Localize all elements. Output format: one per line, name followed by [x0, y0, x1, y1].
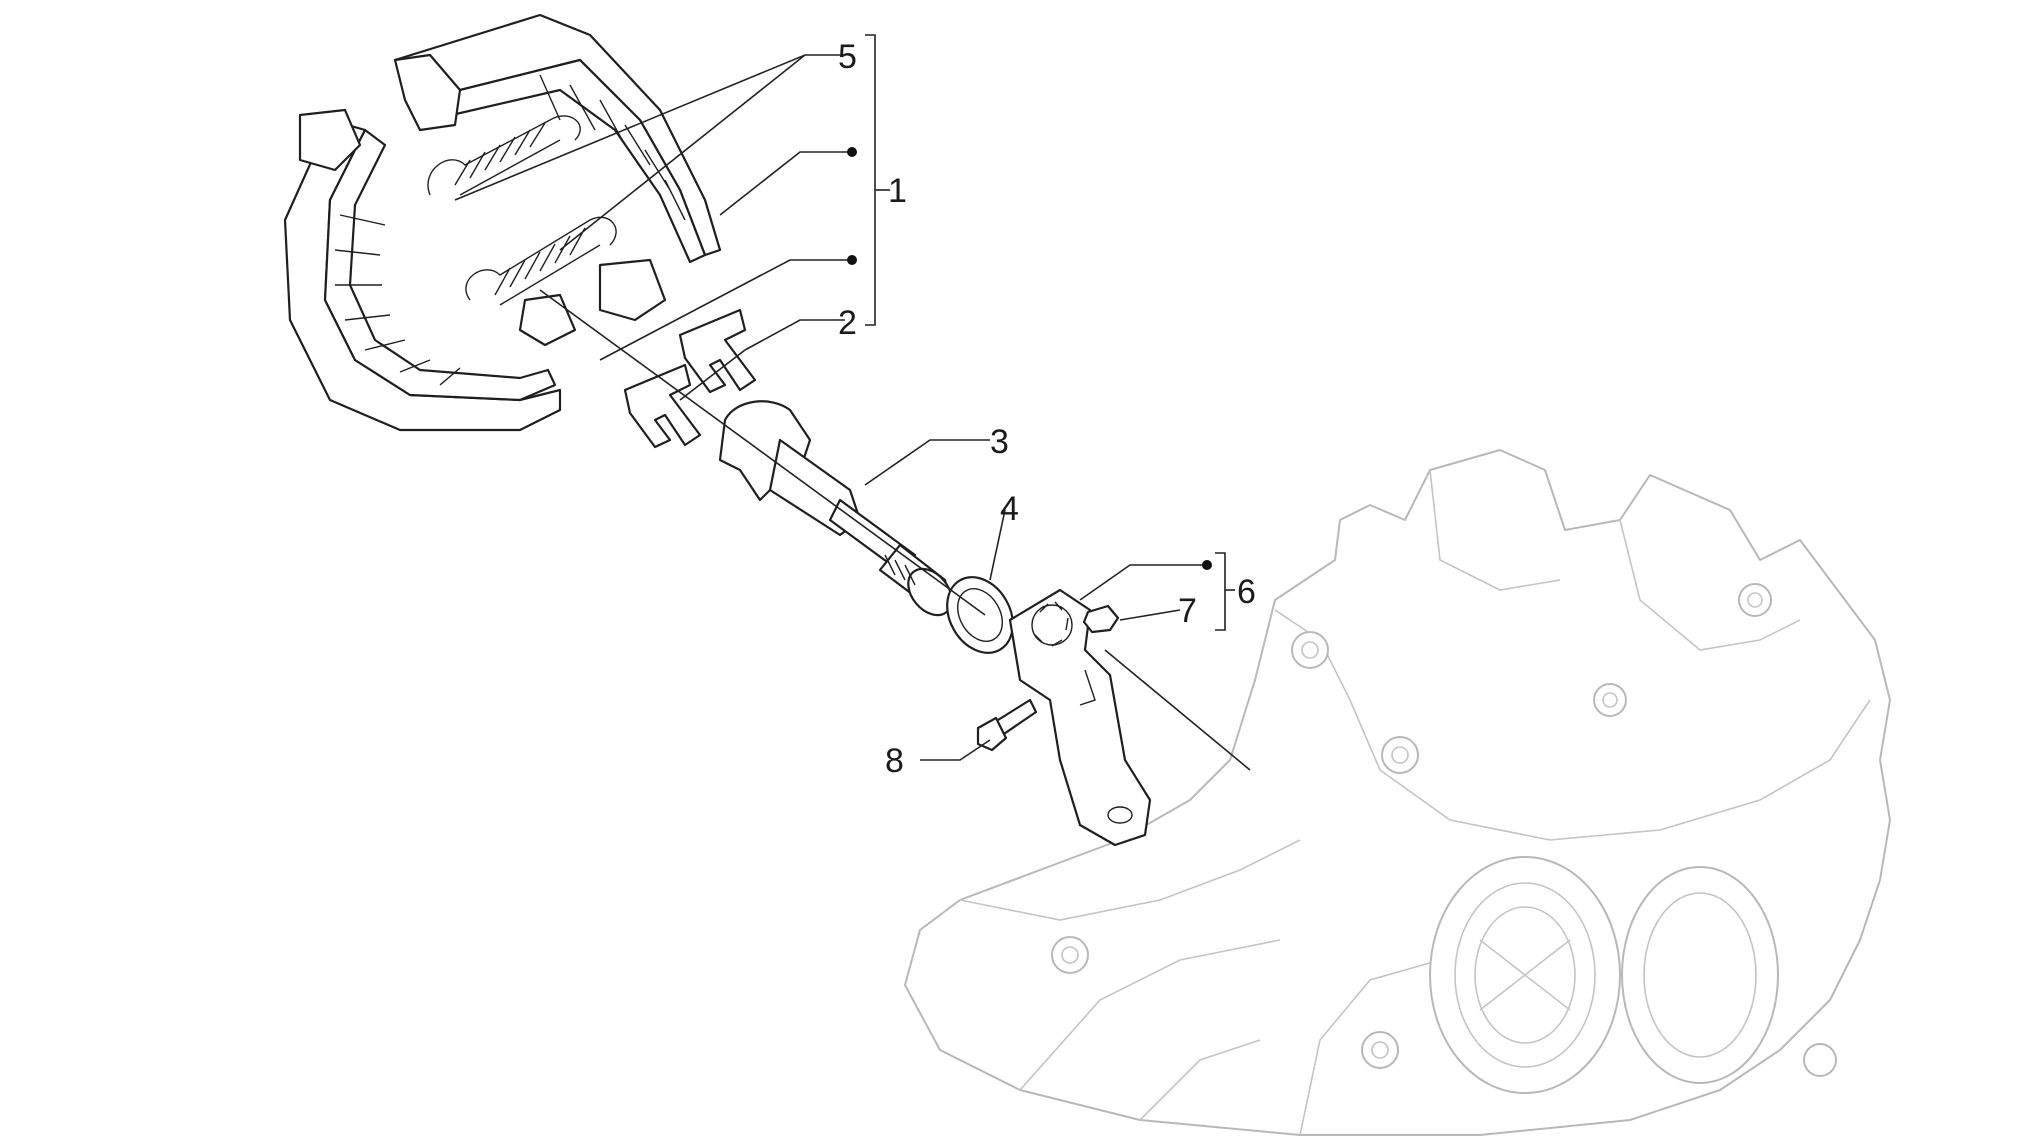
leader-dots [847, 147, 1212, 570]
callout-7: 7 [1178, 592, 1197, 630]
callout-5: 5 [838, 38, 857, 76]
brake-camshaft [718, 400, 953, 617]
brake-lever [1008, 588, 1152, 847]
leader-dot [1202, 560, 1212, 570]
callout-4: 4 [1000, 490, 1019, 528]
engine-crankcase-ghost [904, 449, 1891, 1136]
return-spring-upper [427, 115, 581, 196]
callout-1: 1 [888, 172, 907, 210]
callout-8: 8 [885, 742, 904, 780]
callout-2: 2 [838, 304, 857, 342]
brake-shoe-clip [623, 308, 757, 449]
brake-shoe-assembly [283, 13, 722, 432]
leader-dot [847, 147, 857, 157]
nut [1082, 604, 1120, 634]
leader-dot [847, 255, 857, 265]
return-spring-lower [465, 216, 617, 306]
leader-lines [454, 34, 1251, 771]
washer [946, 576, 1014, 654]
callout-3: 3 [990, 423, 1009, 461]
callout-labels: 5 1 2 3 4 6 7 8 [838, 38, 1256, 780]
bolt [976, 698, 1038, 752]
callout-6: 6 [1237, 573, 1256, 611]
